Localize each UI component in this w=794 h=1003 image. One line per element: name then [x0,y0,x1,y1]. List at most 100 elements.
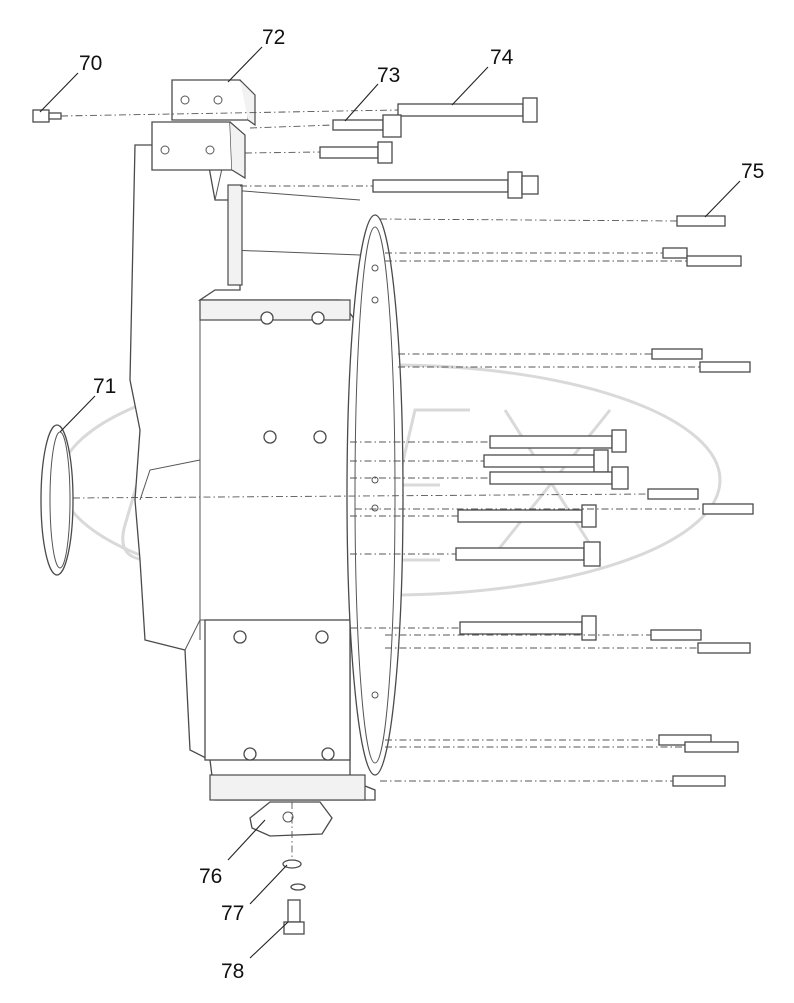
leader-lines [39,46,741,959]
long-bolt-shank [372,179,509,193]
flange-hole [371,476,379,484]
stud [651,348,703,360]
bolt-hole [311,311,325,325]
bolt-hole [260,311,274,325]
drain-bolt-head [283,921,305,935]
callout-78: 78 [221,960,244,983]
screw-70-head [32,109,50,123]
flange-bolt-shank [457,509,583,523]
housing-side-boss [227,184,243,286]
long-bolt-head [522,97,538,123]
callout-77: 77 [221,902,244,925]
flange-bolt-shank [489,435,613,449]
bolt-hole [313,430,327,444]
callout-70: 70 [79,52,102,75]
leader-74 [451,66,489,106]
flange-hole [371,504,379,512]
seal-ring-outer [40,424,74,576]
flange [346,214,404,776]
bracket-upper-side [239,79,256,127]
assembly-line [244,151,321,154]
short-bolt-shank [319,146,379,159]
side-studs [647,215,754,787]
bolt-hole [321,747,335,761]
leader-77 [249,864,288,905]
flange-hole [371,691,379,699]
long-bolt-washer [521,175,539,195]
bottom-ledge [209,774,366,801]
flange-bolt-head [583,541,601,567]
screw-70-shank [48,112,62,120]
stud [702,503,754,515]
leader-70 [39,72,79,113]
lower-pad [204,619,351,761]
housing [129,144,376,801]
flange-bolt-head [611,429,627,453]
top-bolts [319,97,539,199]
stud [672,775,726,787]
drain-bolt-shank [287,899,301,923]
leader-78 [249,921,289,959]
top-bracket [151,79,256,180]
short-bolt-head [377,141,393,164]
flange-bolt-shank [489,471,613,485]
flange-hole [371,296,379,304]
assembly-line [60,109,399,117]
callout-labels: 70 71 72 73 74 75 76 77 78 [79,26,764,983]
short-bolt-shank [332,119,384,131]
bolt-hole [233,630,247,644]
stud [699,361,751,373]
bottom-parts [249,801,333,935]
bracket-hole [160,145,170,155]
bracket-lower-side [229,121,246,180]
assembly-line [72,493,649,499]
bracket-hole [213,95,223,105]
leader-71 [59,395,96,433]
callout-76: 76 [199,865,222,888]
o-ring [290,883,306,891]
top-pad [199,299,351,321]
flange-bolt-shank [455,547,585,561]
housing-barrel-lines [229,189,361,256]
stud [662,247,688,259]
flange-bolt-head [581,504,597,528]
screw-70 [32,109,62,123]
bracket-hole [180,95,190,105]
bolt-hole [315,630,329,644]
flange-bolt-shank [459,621,583,635]
callout-72: 72 [262,26,285,49]
assembly-line [249,124,334,129]
flange-bolt-head [593,449,609,473]
housing-mid-contour [139,459,201,501]
stud [647,488,699,500]
watermark-letter-x [488,409,612,561]
assembly-lines [60,109,703,860]
bracket-hole [205,145,215,155]
leader-73 [344,83,379,122]
leader-75 [704,180,741,218]
flange-bolt-shank [483,454,595,468]
cover-plate-hole [282,811,294,823]
callout-74: 74 [490,46,514,69]
callout-75: 75 [741,160,764,183]
stud [686,255,742,267]
cover-plate [249,801,333,837]
stud [697,642,751,654]
seal-ring [40,424,74,576]
callout-71: 71 [93,375,116,398]
flange-bolt-head [611,466,629,490]
stud [650,629,702,641]
bolt-hole [263,430,277,444]
stud [676,215,726,227]
long-bolt-head [507,171,523,199]
stud [684,741,739,753]
flange-hole [371,264,379,272]
leader-72 [227,46,263,83]
callout-73: 73 [377,64,400,87]
flange-inner-ring [354,226,396,764]
assembly-line [379,218,678,222]
bolt-hole [243,747,257,761]
flange-bolts [455,429,629,641]
